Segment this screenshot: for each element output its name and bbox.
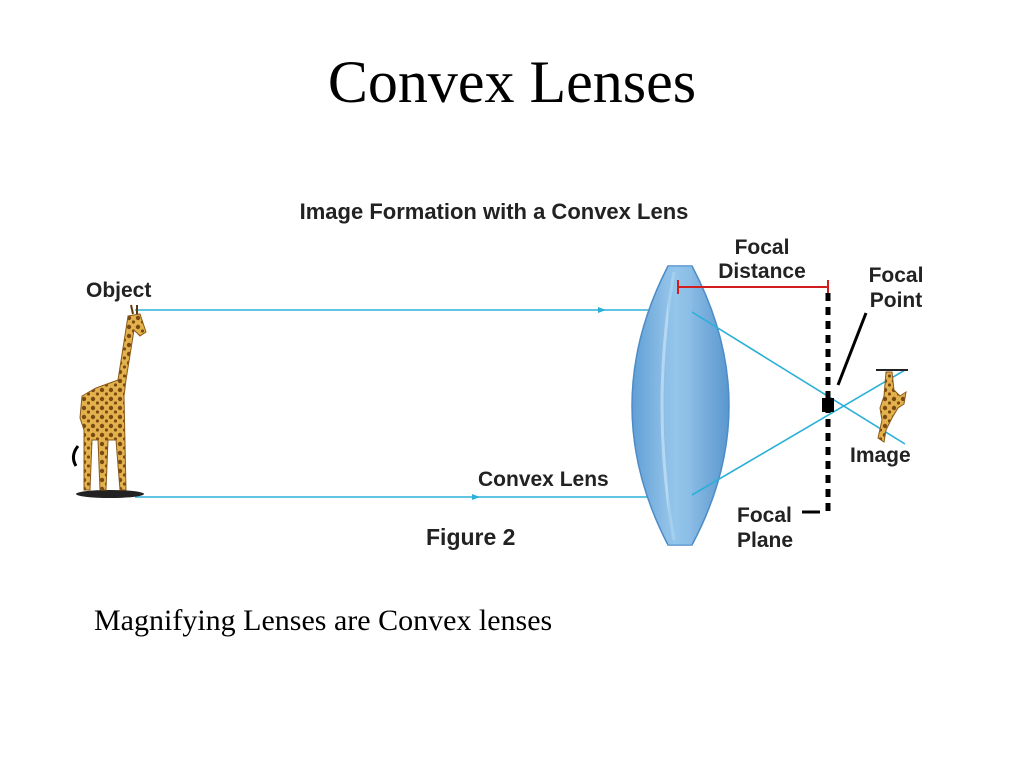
slide-title: Convex Lenses xyxy=(327,49,697,115)
focal-point-label-line1: Focal xyxy=(869,264,924,287)
diagram-heading: Image Formation with a Convex Lens xyxy=(300,199,689,224)
slide-caption: Magnifying Lenses are Convex lenses xyxy=(94,604,553,637)
object-label: Object xyxy=(86,279,151,302)
figure-label: Figure 2 xyxy=(426,524,515,550)
image-label: Image xyxy=(850,444,911,467)
focal-point-marker xyxy=(822,398,834,412)
top-ray-arrow-icon xyxy=(598,307,606,313)
focal-point-pointer xyxy=(836,312,868,386)
focal-distance-label-line2: Distance xyxy=(718,260,806,283)
object-giraffe-icon xyxy=(71,304,147,498)
focal-plane-label-line2: Plane xyxy=(737,529,793,552)
refracted-ray-top xyxy=(691,311,906,445)
inverted-image-giraffe-icon xyxy=(876,369,908,443)
convex-lens-shape xyxy=(631,265,730,546)
convex-lens-label: Convex Lens xyxy=(478,468,609,491)
focal-point-label-line2: Point xyxy=(870,289,923,312)
focal-plane-label-line1: Focal xyxy=(737,504,792,527)
bottom-ray-arrow-icon xyxy=(472,494,480,500)
refracted-ray-bottom xyxy=(691,369,906,496)
focal-distance-label-line1: Focal xyxy=(735,236,790,259)
focal-distance-marker xyxy=(677,280,829,294)
